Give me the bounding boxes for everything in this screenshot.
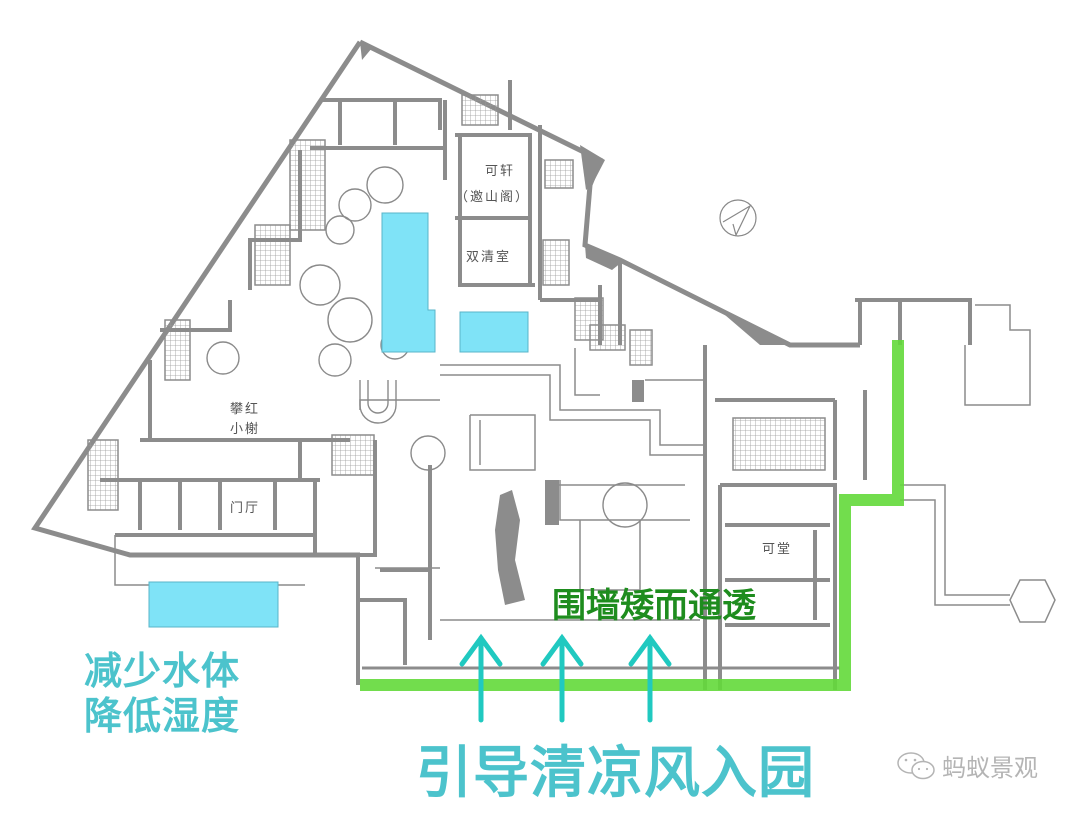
reduced-water-marker (148, 581, 279, 628)
room-label-yaoshange: （邀山阁） (455, 190, 531, 205)
interior-walls (100, 80, 972, 690)
watermark: 蚂蚁景观 (896, 748, 1038, 783)
arrow-up-icon (628, 633, 672, 723)
room-label-ketang: 可堂 (762, 542, 793, 557)
room-label-xiaoxie: 小榭 (230, 422, 261, 437)
wechat-icon (897, 751, 935, 779)
annotation-lower-humidity: 降低湿度 (84, 693, 241, 738)
wind-arrows (459, 633, 672, 723)
arrow-up-icon (459, 633, 503, 723)
rect-pond (459, 311, 529, 353)
hatched-areas (87, 94, 826, 511)
room-label-shuangqingshi: 双清室 (466, 250, 512, 265)
annotation-reduce-water: 减少水体 (84, 648, 241, 693)
annotation-low-permeable-wall: 围墙矮而通透 (552, 586, 756, 626)
room-label-panhong: 攀红 (230, 402, 261, 417)
water-bodies (148, 212, 529, 628)
boundary-thick-walls (360, 42, 790, 345)
annotation-guide-cool-breeze: 引导清凉风入园 (416, 740, 815, 806)
low-wall-highlight (360, 340, 904, 691)
arrow-up-icon (540, 633, 584, 723)
l-shaped-pond (381, 212, 436, 353)
watermark-text: 蚂蚁景观 (942, 754, 1038, 782)
north-arrow-icon (719, 199, 757, 237)
rockery (495, 380, 644, 605)
room-label-kexuan: 可轩 (485, 164, 516, 179)
room-label-menting: 门厅 (230, 501, 261, 516)
corridor-lines (114, 304, 1056, 623)
